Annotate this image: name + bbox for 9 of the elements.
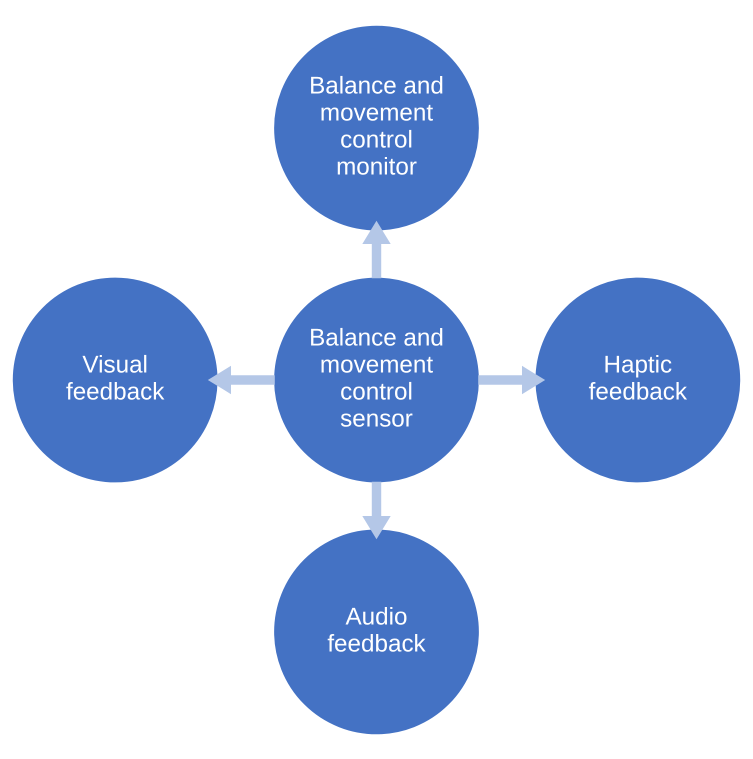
node-circle: Visual feedback: [12, 277, 218, 482]
node-circle: Audio feedback: [274, 529, 479, 734]
node-circle: Haptic feedback: [535, 277, 740, 482]
arrow: [362, 220, 391, 278]
arrow: [362, 481, 391, 539]
arrow: [478, 365, 546, 394]
node-circle: Balance and movement control monitor: [274, 25, 479, 230]
node-circle: Balance and movement control sensor: [274, 277, 479, 482]
arrow: [208, 365, 275, 394]
